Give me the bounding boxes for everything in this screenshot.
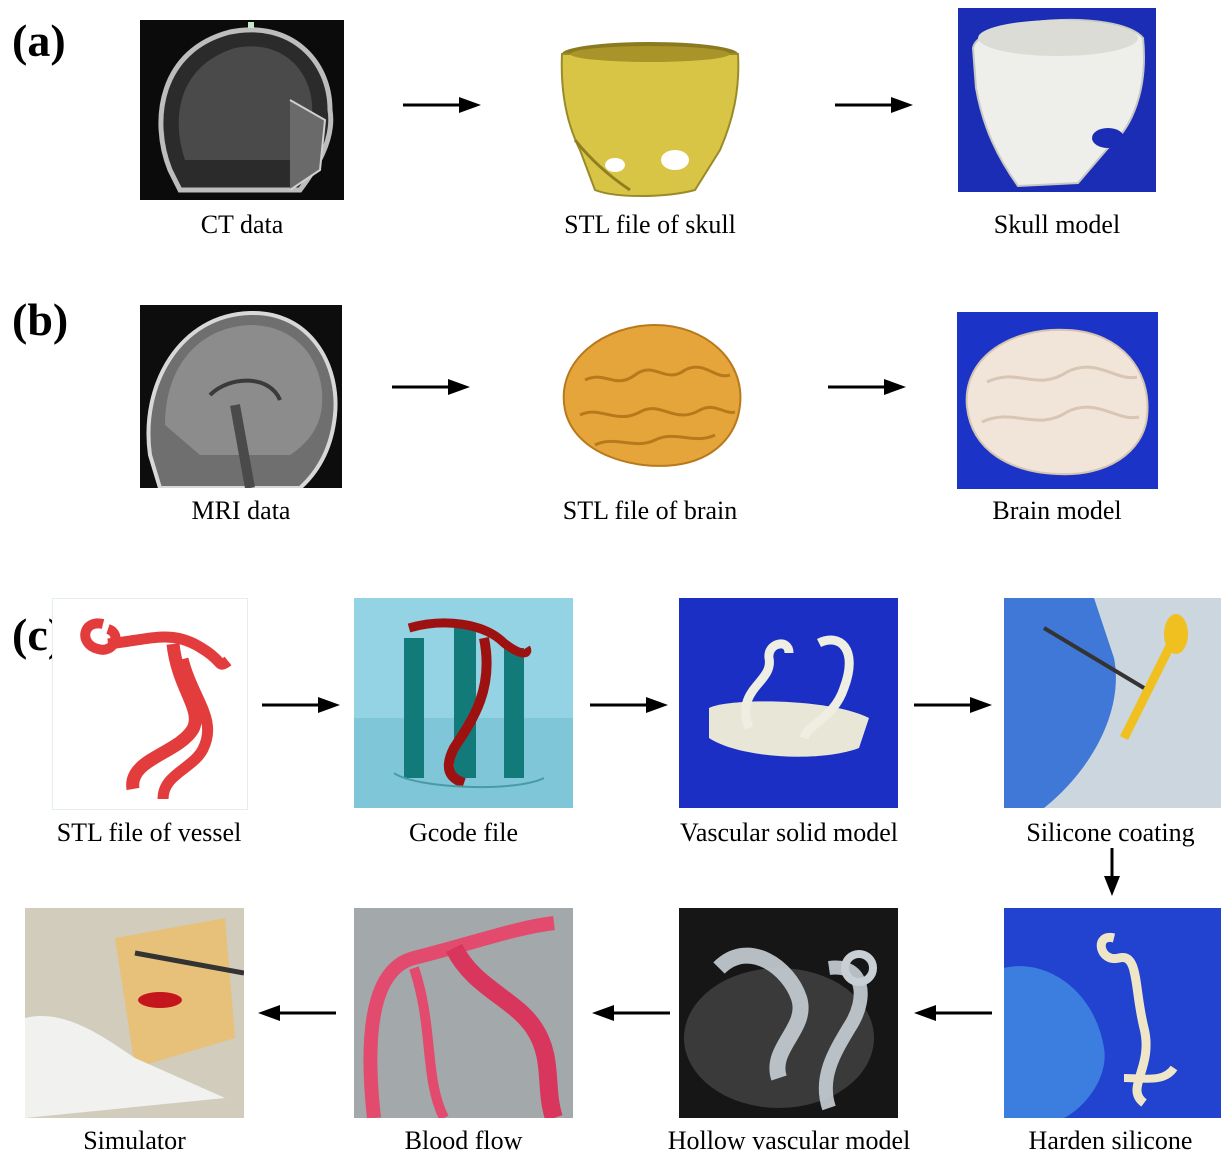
skull-model-photo: [958, 8, 1156, 192]
caption-brain-model: Brain model: [940, 498, 1174, 524]
caption-stl-vessel: STL file of vessel: [20, 820, 278, 846]
caption-gcode-file: Gcode file: [354, 820, 573, 846]
caption-vascular-solid-model: Vascular solid model: [655, 820, 923, 846]
arrow-c-2: [590, 695, 670, 715]
arrow-c-1: [262, 695, 342, 715]
stl-brain-image: [555, 320, 745, 470]
arrow-c-5: [590, 1003, 670, 1023]
caption-hollow-vascular-model: Hollow vascular model: [645, 1128, 933, 1154]
arrow-c-3: [914, 695, 994, 715]
caption-ct-data: CT data: [140, 212, 344, 238]
vascular-solid-model-photo: [679, 598, 898, 808]
arrow-c-6: [912, 1003, 992, 1023]
caption-stl-brain: STL file of brain: [520, 498, 780, 524]
gcode-image: [354, 598, 573, 808]
caption-skull-model: Skull model: [940, 212, 1174, 238]
hollow-vascular-model-photo: [679, 908, 898, 1118]
brain-model-photo: [957, 312, 1158, 489]
arrow-c-down: [1102, 848, 1122, 898]
simulator-photo: [25, 908, 244, 1118]
stl-vessel-image: [52, 598, 248, 810]
arrow-b-1: [392, 377, 472, 397]
caption-stl-skull: STL file of skull: [520, 212, 780, 238]
panel-label-a: (a): [12, 18, 66, 64]
stl-skull-image: [555, 40, 745, 200]
caption-blood-flow: Blood flow: [354, 1128, 573, 1154]
silicone-coating-photo: [1004, 598, 1221, 808]
caption-simulator: Simulator: [25, 1128, 244, 1154]
arrow-a-1: [403, 95, 483, 115]
caption-silicone-coating: Silicone coating: [1000, 820, 1221, 846]
caption-harden-silicone: Harden silicone: [1000, 1128, 1221, 1154]
harden-silicone-photo: [1004, 908, 1221, 1118]
ct-scan-image: [140, 20, 344, 200]
mri-image: [140, 305, 342, 488]
caption-mri-data: MRI data: [140, 498, 342, 524]
panel-label-b: (b): [12, 297, 68, 343]
arrow-c-4: [256, 1003, 336, 1023]
arrow-b-2: [828, 377, 908, 397]
blood-flow-photo: [354, 908, 573, 1118]
arrow-a-2: [835, 95, 915, 115]
